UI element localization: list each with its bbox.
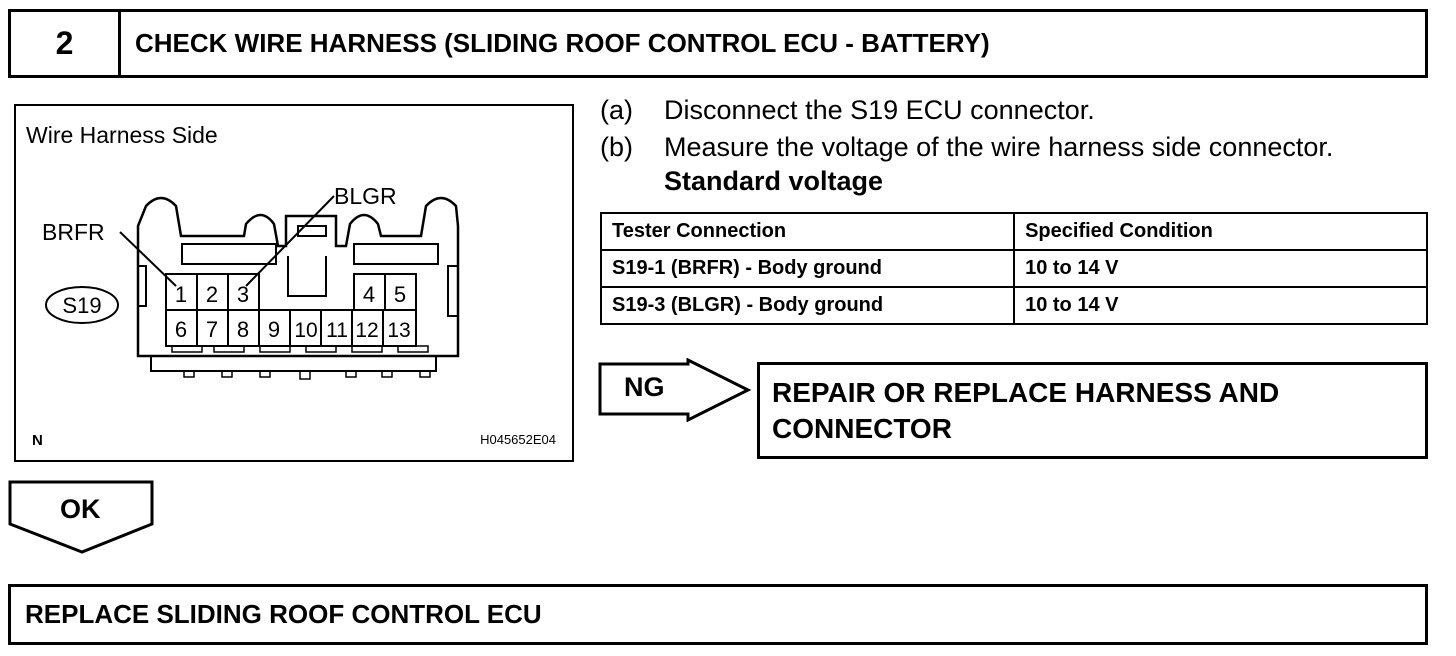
ng-action-box: REPAIR OR REPLACE HARNESS AND CONNECTOR <box>757 362 1428 459</box>
pin-5: 5 <box>394 282 406 307</box>
connector-figure: Wire Harness Side <box>14 104 574 462</box>
pin-1: 1 <box>175 282 187 307</box>
step-number: 2 <box>11 12 121 75</box>
figure-title: Wire Harness Side <box>26 122 218 148</box>
connector-diagram: 1 2 3 4 5 6 7 8 9 10 11 12 13 BRFR BLGR … <box>42 183 460 380</box>
right-latch <box>447 265 458 317</box>
instruction-list: (a) Disconnect the S19 ECU connector. (b… <box>600 92 1333 166</box>
bottom-slots <box>171 345 431 380</box>
pin-2: 2 <box>206 282 218 307</box>
step-title: CHECK WIRE HARNESS (SLIDING ROOF CONTROL… <box>135 28 990 58</box>
callout-blgr-leader <box>245 195 335 287</box>
connector-label-ellipse <box>45 286 119 324</box>
callout-brfr: BRFR <box>42 219 105 245</box>
ok-arrow <box>8 480 154 554</box>
pin-13: 13 <box>387 319 410 342</box>
column-header: Tester Connection <box>599 212 1016 251</box>
connector-label: S19 <box>62 293 101 318</box>
key-channel <box>287 256 327 297</box>
pin-4: 4 <box>363 282 375 307</box>
ng-action-line: CONNECTOR <box>772 413 952 444</box>
table-row: S19-1 (BRFR) - Body ground 10 to 14 V <box>599 249 1428 288</box>
callout-blgr: BLGR <box>334 183 397 209</box>
connector-base <box>150 356 437 372</box>
table-cell: 10 to 14 V <box>1013 286 1428 325</box>
ng-arrow <box>598 358 752 422</box>
left-latch <box>138 265 147 307</box>
instruction-text: Disconnect the S19 ECU connector. <box>664 95 1095 125</box>
column-header: Specified Condition <box>1013 212 1428 251</box>
corner-mark: N <box>32 432 43 449</box>
table-cell: S19-3 (BLGR) - Body ground <box>599 286 1016 325</box>
ng-label: NG <box>624 372 665 402</box>
instruction-text: Measure the voltage of the wire harness … <box>664 132 1334 162</box>
pin-11: 11 <box>326 319 348 342</box>
connector-housing <box>136 196 460 358</box>
instruction-item: (b) Measure the voltage of the wire harn… <box>600 129 1333 166</box>
figure-id: H045652E04 <box>480 432 556 447</box>
pin-12: 12 <box>355 319 378 342</box>
pin-8: 8 <box>237 317 249 342</box>
instruction-label: (a) <box>600 95 633 125</box>
top-rib-right <box>353 243 439 265</box>
final-action-text: REPLACE SLIDING ROOF CONTROL ECU <box>25 599 542 629</box>
instruction-label: (b) <box>600 132 633 162</box>
table-cell: 10 to 14 V <box>1013 249 1428 288</box>
final-action-box: REPLACE SLIDING ROOF CONTROL ECU <box>8 584 1428 645</box>
spec-table: Tester Connection Specified Condition S1… <box>599 212 1428 325</box>
ok-label: OK <box>60 494 101 524</box>
key-slot <box>297 225 327 237</box>
pin-7: 7 <box>206 317 218 342</box>
pin-9: 9 <box>268 317 280 342</box>
ng-action-line: REPAIR OR REPLACE HARNESS AND <box>772 377 1280 408</box>
pin-3: 3 <box>237 282 249 307</box>
pin-6: 6 <box>175 317 187 342</box>
pin-10: 10 <box>294 319 317 342</box>
pin-grid <box>165 273 417 347</box>
table-header-row: Tester Connection Specified Condition <box>599 212 1428 251</box>
instruction-item: (a) Disconnect the S19 ECU connector. <box>600 92 1333 129</box>
standard-heading: Standard voltage <box>664 166 884 196</box>
table-row: S19-3 (BLGR) - Body ground 10 to 14 V <box>599 286 1428 325</box>
ng-action-text: REPAIR OR REPLACE HARNESS AND CONNECTOR <box>772 375 1279 447</box>
step-header: 2 CHECK WIRE HARNESS (SLIDING ROOF CONTR… <box>8 9 1428 78</box>
callout-brfr-leader <box>119 231 177 287</box>
table-cell: S19-1 (BRFR) - Body ground <box>599 249 1016 288</box>
top-rib-left <box>181 243 277 265</box>
